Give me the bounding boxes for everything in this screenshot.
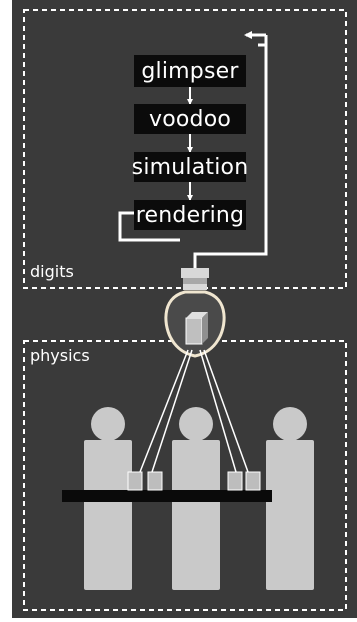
person-figure-right xyxy=(266,407,314,590)
glimpser-box: glimpser xyxy=(134,55,246,87)
feedback-loop-right xyxy=(193,35,268,268)
lightbulb-icon xyxy=(164,268,226,358)
person-figure-left xyxy=(84,407,132,590)
projection-rays xyxy=(139,349,249,473)
person-figure-center xyxy=(172,407,220,590)
physics-region-border xyxy=(23,340,347,611)
table-blocks-left xyxy=(127,471,163,491)
rendering-bracket-left xyxy=(118,211,180,242)
rendering-box: rendering xyxy=(134,200,246,230)
table-blocks-right xyxy=(227,471,261,491)
simulation-box: simulation xyxy=(132,152,248,182)
voodoo-box: voodoo xyxy=(134,104,246,134)
table xyxy=(62,490,272,502)
physics-label: physics xyxy=(30,346,90,365)
digits-label: digits xyxy=(30,262,74,281)
